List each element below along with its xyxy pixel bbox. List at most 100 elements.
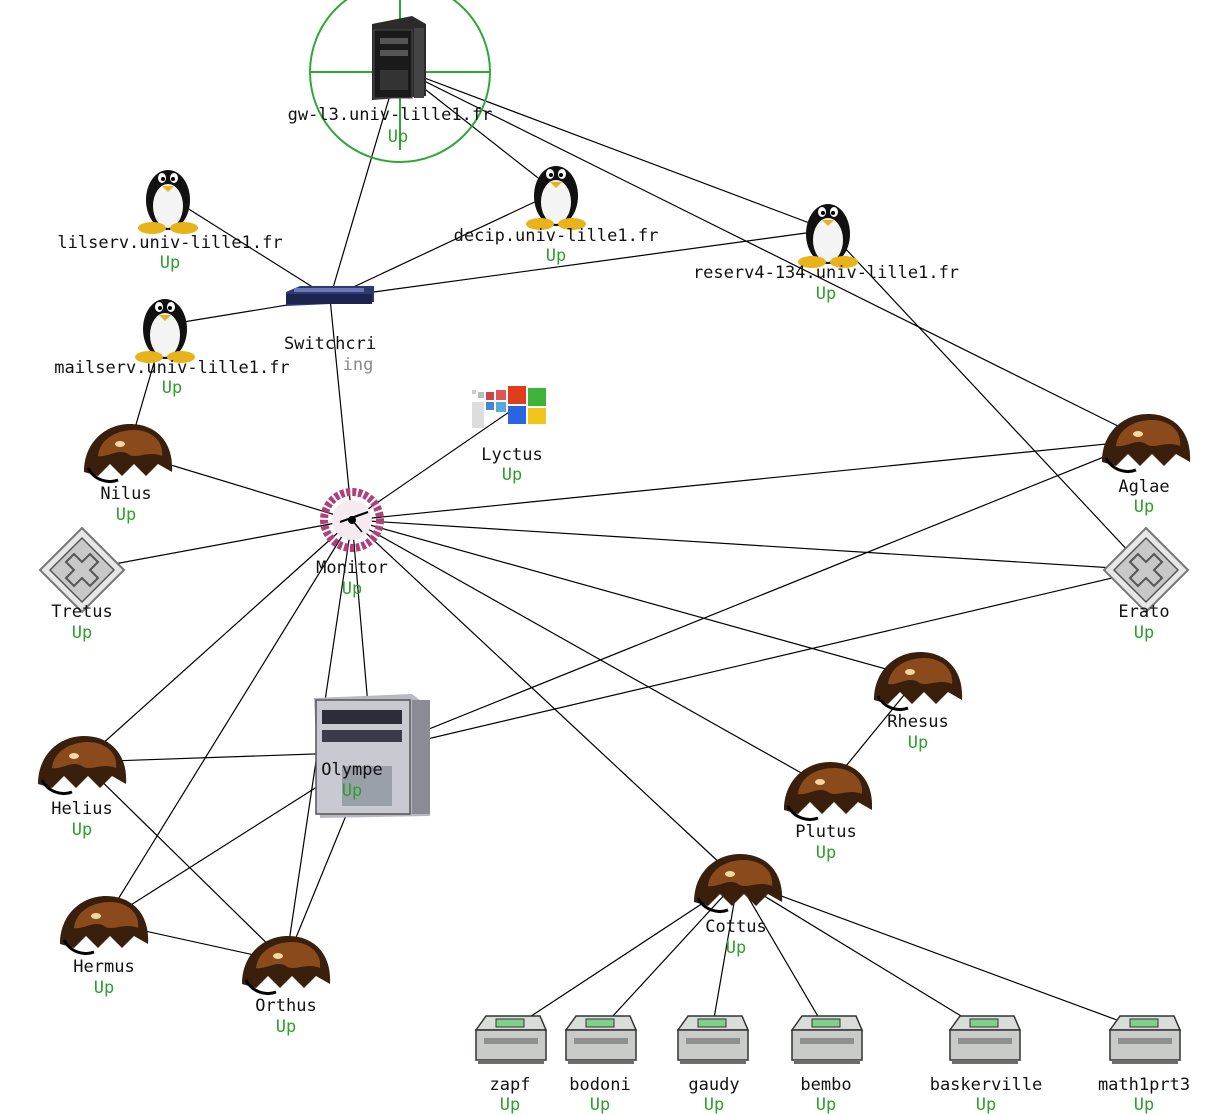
node-tretus[interactable]: Tretus Up — [51, 602, 112, 643]
status-label: Up — [726, 938, 746, 958]
node-label: Tretus — [51, 602, 112, 622]
router-chip-icon[interactable] — [1103, 527, 1189, 613]
node-label: Hermus — [73, 957, 134, 977]
status-label: Up — [500, 1095, 520, 1115]
node-switch[interactable]: Switchcri ing — [284, 334, 376, 375]
link-monitor-tretus — [81, 519, 353, 571]
node-helius[interactable]: Helius Up — [51, 799, 112, 840]
node-olympe[interactable]: Olympe Up — [321, 760, 382, 801]
network-switch-icon[interactable] — [286, 286, 374, 306]
printer-icon[interactable] — [475, 1015, 547, 1065]
link-monitor-aglae — [351, 439, 1147, 521]
node-label: Aglae — [1118, 477, 1169, 497]
status-label: Up — [116, 505, 136, 525]
link-gw-aglae — [397, 67, 1147, 441]
printer-icon[interactable] — [949, 1015, 1021, 1065]
monitor-radar-icon[interactable] — [320, 488, 384, 552]
status-label: Up — [276, 1017, 296, 1037]
status-label: Up — [388, 127, 408, 147]
node-label: Helius — [51, 799, 112, 819]
node-label: Switchcri — [284, 334, 376, 354]
router-chip-icon[interactable] — [39, 527, 125, 613]
status-label: Up — [816, 843, 836, 863]
node-cottus[interactable]: Cottus Up — [705, 917, 766, 958]
link-cottus-math1prt3 — [737, 879, 1145, 1031]
printer-icon[interactable] — [565, 1015, 637, 1065]
link-monitor-rhesus — [351, 519, 919, 679]
link-cottus-bodoni — [599, 879, 739, 1031]
link-monitor-erato — [351, 519, 1147, 571]
node-gaudy[interactable]: gaudy Up — [688, 1075, 739, 1115]
gnu-head-icon[interactable] — [36, 734, 128, 795]
status-label: Up — [704, 1095, 724, 1115]
gnu-head-icon[interactable] — [58, 894, 150, 955]
status-label: Up — [160, 253, 180, 273]
node-label: Erato — [1118, 602, 1169, 622]
server-workstation-icon[interactable] — [314, 694, 430, 818]
node-plutus[interactable]: Plutus Up — [795, 822, 856, 863]
node-label: zapf — [490, 1075, 531, 1095]
node-label: Plutus — [795, 822, 856, 842]
node-lyctus[interactable]: Lyctus Up — [481, 445, 542, 485]
status-label: Up — [1134, 623, 1154, 643]
node-reserv[interactable]: reserv4-134.univ-lille1.fr Up — [693, 263, 959, 304]
node-monitor[interactable]: Monitor Up — [316, 558, 388, 599]
node-baskerville[interactable]: baskerville Up — [930, 1075, 1043, 1115]
link-gw-reserv — [397, 67, 829, 231]
gnu-head-icon[interactable] — [872, 650, 964, 711]
status-label: Up — [342, 781, 362, 801]
node-bodoni[interactable]: bodoni Up — [569, 1075, 630, 1115]
node-orthus[interactable]: Orthus Up — [255, 996, 316, 1037]
node-decip[interactable]: decip.univ-lille1.fr Up — [454, 226, 659, 266]
node-hermus[interactable]: Hermus Up — [73, 957, 134, 998]
node-label: gaudy — [688, 1075, 739, 1095]
node-lilserv[interactable]: lilserv.univ-lille1.fr Up — [57, 233, 282, 273]
status-label: Up — [816, 1095, 836, 1115]
linux-penguin-icon[interactable] — [138, 170, 198, 234]
node-label: Monitor — [316, 558, 388, 578]
status-label: Up — [908, 733, 928, 753]
windows-logo-icon[interactable] — [472, 386, 548, 434]
node-rhesus[interactable]: Rhesus Up — [887, 712, 948, 753]
link-monitor-lyctus — [351, 409, 513, 521]
link-cottus-zapf — [509, 879, 739, 1031]
link-switch-reserv — [329, 229, 829, 299]
connection-lines — [81, 67, 1147, 1031]
node-label: lilserv.univ-lille1.fr — [57, 233, 282, 253]
link-gw-switch — [329, 67, 399, 299]
node-nilus[interactable]: Nilus Up — [100, 484, 151, 525]
node-zapf[interactable]: zapf Up — [490, 1075, 531, 1115]
node-bembo[interactable]: bembo Up — [800, 1075, 851, 1115]
link-reserv-erato — [827, 229, 1147, 571]
status-label: Up — [546, 246, 566, 266]
printer-icon[interactable] — [791, 1015, 863, 1065]
node-label: Olympe — [321, 760, 382, 780]
node-label: decip.univ-lille1.fr — [454, 226, 659, 246]
node-label: bodoni — [569, 1075, 630, 1095]
status-label: Up — [976, 1095, 996, 1115]
status-label: Up — [590, 1095, 610, 1115]
printer-icon[interactable] — [677, 1015, 749, 1065]
status-label: Up — [816, 284, 836, 304]
gnu-head-icon[interactable] — [240, 934, 332, 995]
linux-penguin-icon[interactable] — [135, 299, 195, 363]
status-label: Up — [162, 378, 182, 398]
link-cottus-bembo — [737, 879, 827, 1031]
printer-icon[interactable] — [1109, 1015, 1181, 1065]
server-tower-icon[interactable] — [372, 16, 426, 100]
gnu-head-icon[interactable] — [1100, 412, 1192, 473]
gnu-head-icon[interactable] — [82, 422, 174, 483]
node-math1prt3[interactable]: math1prt3 Up — [1098, 1075, 1190, 1115]
node-erato[interactable]: Erato Up — [1118, 602, 1169, 643]
node-aglae[interactable]: Aglae Up — [1118, 477, 1169, 517]
node-label: mailserv.univ-lille1.fr — [54, 358, 289, 378]
linux-penguin-icon[interactable] — [798, 204, 858, 268]
link-olympe-erato — [371, 569, 1147, 753]
gnu-head-icon[interactable] — [692, 852, 784, 913]
node-label: bembo — [800, 1075, 851, 1095]
node-label: Rhesus — [887, 712, 948, 732]
node-mailserv[interactable]: mailserv.univ-lille1.fr Up — [54, 358, 289, 398]
node-gw[interactable]: gw-l3.univ-lille1.fr Up — [288, 105, 493, 147]
